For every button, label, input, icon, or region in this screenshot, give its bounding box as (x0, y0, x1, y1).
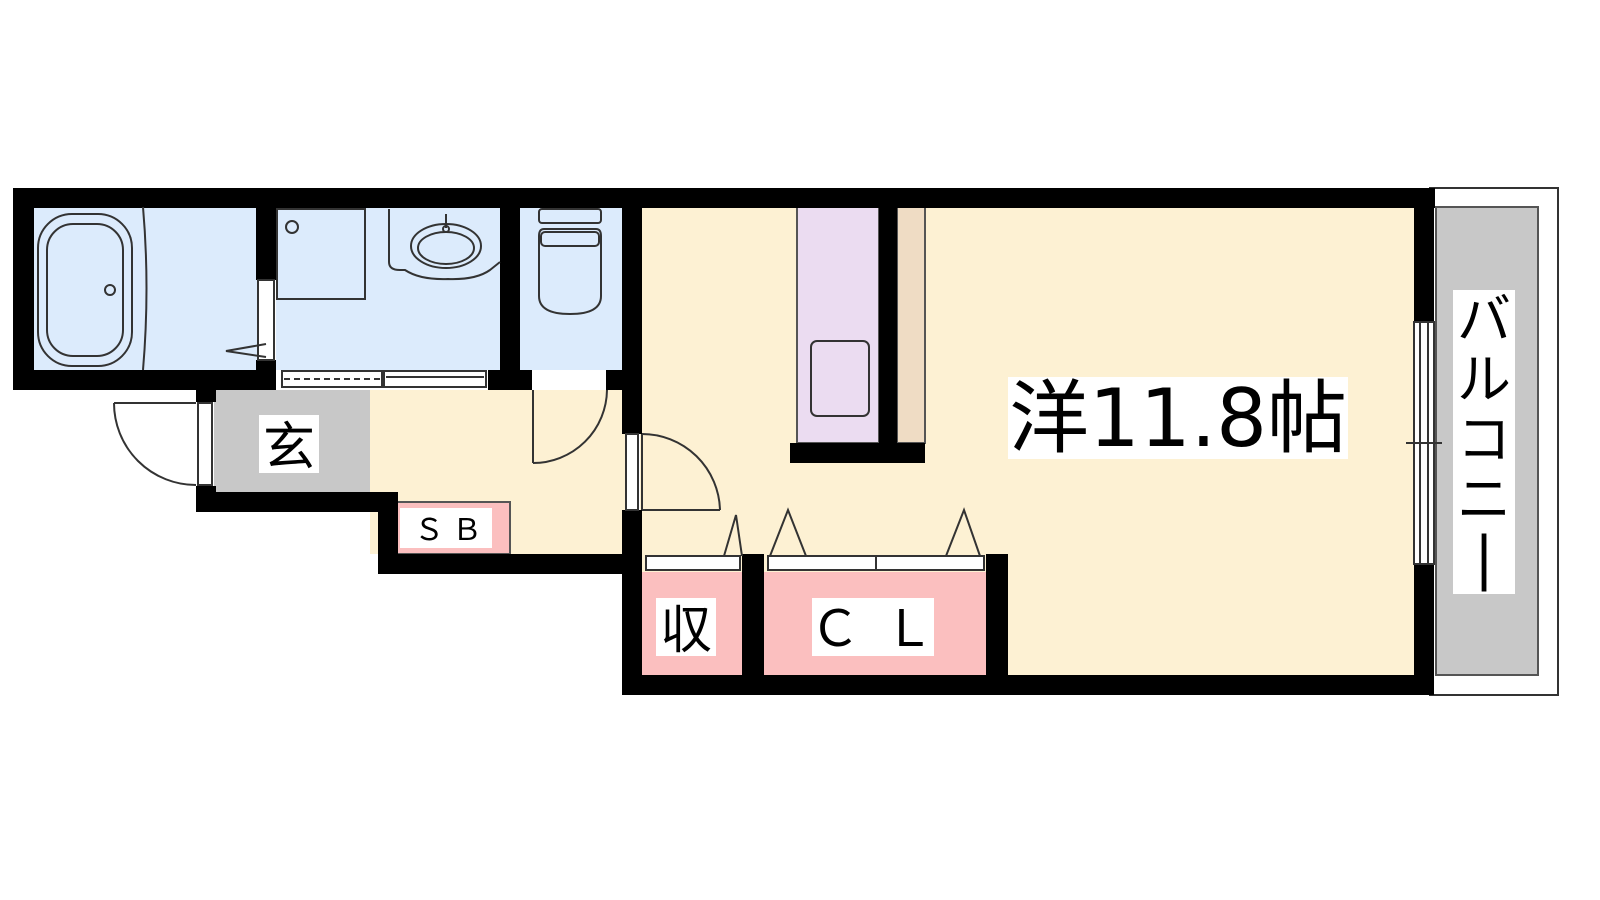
kitchen-area (796, 206, 880, 444)
counter-area (896, 206, 926, 444)
closet-label: ＣＬ (810, 600, 958, 658)
toilet-area (518, 207, 624, 370)
entrance-label: 玄 (263, 418, 315, 478)
balcony-label: バルコニ| (1457, 288, 1511, 592)
bathtub-icon (37, 206, 148, 371)
shoe-box-label: ＳＢ (414, 513, 490, 548)
sink-icon (388, 209, 501, 281)
main-room-label: 洋11.8帖 (1009, 372, 1347, 465)
doors (113, 279, 1442, 571)
stove-icon (810, 340, 870, 417)
storage-label: 収 (660, 601, 712, 661)
bathroom-area (34, 207, 262, 370)
toilet-icon (538, 208, 602, 316)
walls (13, 188, 1435, 695)
washing-machine-icon (276, 208, 366, 300)
